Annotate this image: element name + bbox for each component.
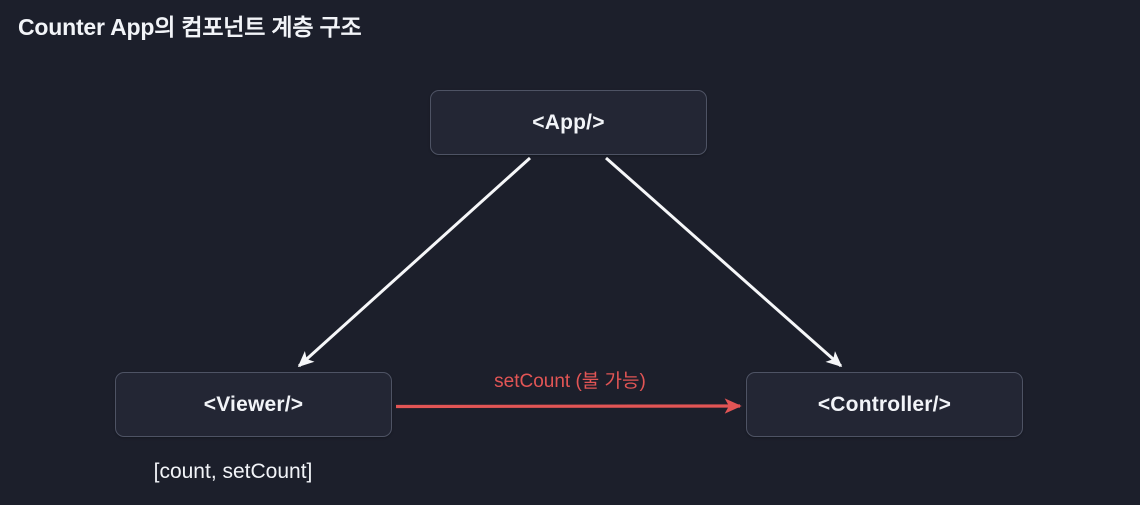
- node-app[interactable]: <App/>: [430, 90, 707, 155]
- diagram-title: Counter App의 컴포넌트 계층 구조: [18, 14, 362, 40]
- arrow-app-to-controller: [605, 156, 843, 368]
- edge-label-setcount: setCount (불 가능): [494, 371, 646, 392]
- node-viewer-label: <Viewer/>: [203, 392, 304, 416]
- arrow-viewer-to-controller: [395, 398, 742, 414]
- node-controller[interactable]: <Controller/>: [746, 372, 1023, 437]
- arrow-app-to-viewer: [297, 156, 532, 368]
- node-app-label: <App/>: [532, 110, 605, 134]
- viewer-state-label: [count, setCount]: [153, 460, 313, 483]
- node-controller-label: <Controller/>: [817, 392, 952, 416]
- node-viewer[interactable]: <Viewer/>: [115, 372, 392, 437]
